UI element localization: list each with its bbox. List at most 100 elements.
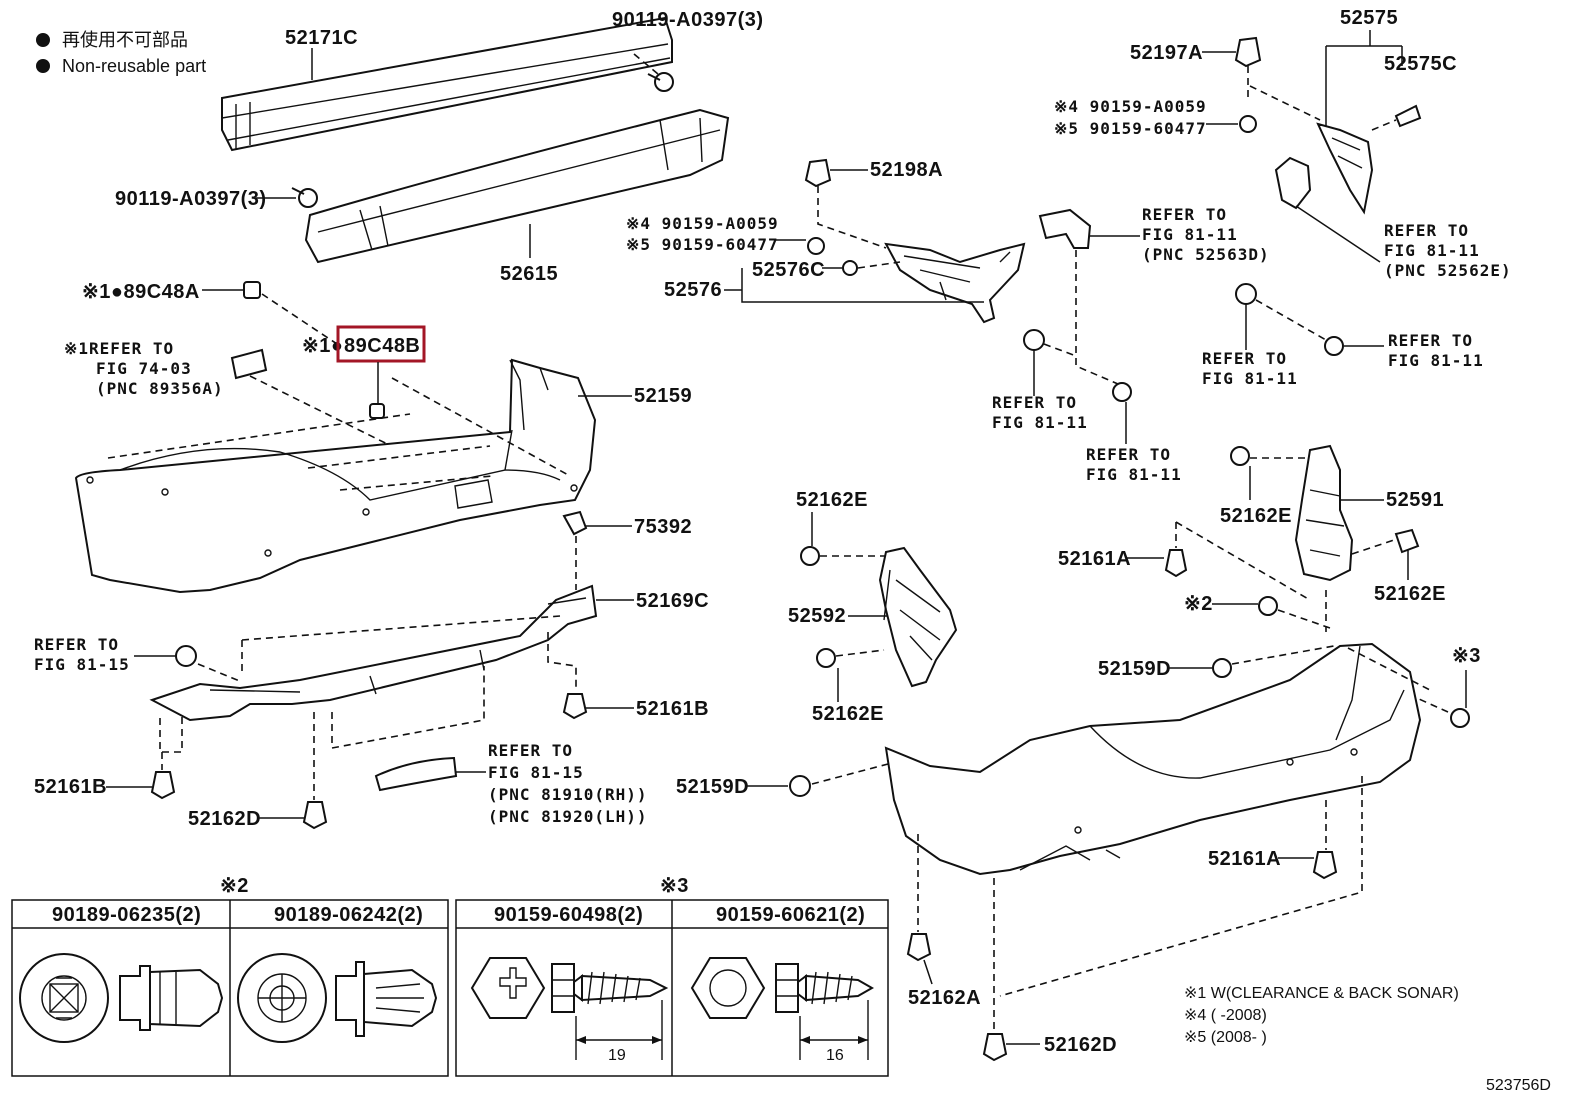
callout-52575: 52575: [1340, 7, 1398, 29]
callout-52161A-top: 52161A: [1058, 548, 1131, 570]
clip-52162E-mid-icon[interactable]: [800, 546, 820, 566]
clip-52162D-left-icon[interactable]: [302, 801, 328, 830]
screw-90159-60621-icon: [690, 957, 875, 1060]
lower-cover-52169C[interactable]: [149, 584, 598, 722]
bolt-a0059-top-icon[interactable]: [1239, 115, 1257, 133]
bracket-52575[interactable]: [1316, 122, 1374, 215]
bumper-absorber-52615[interactable]: [304, 108, 730, 264]
callout-52161B-left: 52161B: [34, 776, 107, 798]
ref-7403-line1: ※1REFER TO: [64, 339, 174, 358]
callout-52159D-right: 52159D: [1098, 658, 1171, 680]
bolt-8111d-icon[interactable]: [1324, 336, 1344, 356]
clip-52162E-r1-icon[interactable]: [1230, 446, 1250, 466]
note-1: ※1 W(CLEARANCE & BACK SONAR): [1184, 985, 1459, 1002]
footnotes: ※1 W(CLEARANCE & BACK SONAR) ※4 ( -2008)…: [1184, 985, 1459, 1046]
bolt-90119-left-icon[interactable]: [291, 187, 318, 208]
ref-8111c-line2: FIG 81-11: [1202, 369, 1298, 388]
grommet-52159D-left-icon[interactable]: [789, 775, 811, 797]
bracket-52562E-icon[interactable]: [1274, 156, 1312, 210]
table-col2-part: 90189-06242(2): [274, 904, 423, 926]
ref-8115a-line1: REFER TO: [34, 635, 119, 654]
rear-bumper-cover-right-view[interactable]: [884, 642, 1422, 876]
ref-52562-line1: REFER TO: [1384, 221, 1469, 240]
retainer-75392-icon[interactable]: [562, 510, 588, 536]
screw-52576C-icon[interactable]: [842, 260, 858, 276]
ref-7403-line3: (PNC 89356A): [96, 379, 224, 398]
ref-8115b-line1: REFER TO: [488, 741, 573, 760]
ref-8111d-line2: FIG 81-11: [1388, 351, 1484, 370]
screw-mark3-icon[interactable]: [1450, 708, 1470, 728]
grommet-8115-icon[interactable]: [175, 645, 197, 667]
table-col4-part: 90159-60621(2): [716, 904, 865, 926]
callout-52162E-r2: 52162E: [1374, 583, 1446, 605]
side-retainer-52576[interactable]: [884, 242, 1026, 324]
non-reusable-bullet-icon: [36, 33, 50, 47]
legend-jp: 再使用不可部品: [62, 30, 188, 50]
ref-8111a-line1: REFER TO: [992, 393, 1077, 412]
callout-52161B-right: 52161B: [636, 698, 709, 720]
callout-52159: 52159: [634, 385, 692, 407]
hole-plug-89C48A-icon[interactable]: [243, 281, 261, 299]
retainer-52198A-icon[interactable]: [804, 158, 832, 188]
screw-90159-60498-icon: [470, 957, 669, 1060]
bolt-a0059-mid-icon[interactable]: [807, 237, 825, 255]
ref-52563-line2: FIG 81-11: [1142, 225, 1238, 244]
callout-52162D-low: 52162D: [1044, 1034, 1117, 1056]
ref-52563-line1: REFER TO: [1142, 205, 1227, 224]
dim-60498-length: 19: [608, 1047, 626, 1064]
callout-52576C: 52576C: [752, 259, 825, 281]
dim-60621-length: 16: [826, 1047, 844, 1064]
table-group-mark3: ※3: [660, 875, 689, 897]
screw-52575C-icon[interactable]: [1394, 104, 1422, 128]
ref-8115b-line2: FIG 81-15: [488, 763, 584, 782]
ref-52563-line3: (PNC 52563D): [1142, 245, 1270, 264]
clip-52161B-right-icon[interactable]: [562, 693, 588, 720]
bolt-90119-top-icon[interactable]: [647, 72, 674, 92]
callout-75392: 75392: [634, 516, 692, 538]
clip-52162A-icon[interactable]: [906, 933, 932, 962]
side-bracket-52592[interactable]: [878, 546, 958, 688]
callout-52162D-left: 52162D: [188, 808, 261, 830]
clip-mark2-icon[interactable]: [1258, 596, 1278, 616]
clip-52162E-r2-icon[interactable]: [1394, 528, 1420, 554]
callout-52615: 52615: [500, 263, 558, 285]
fastener-table: ※2 ※3 90189-06235(2) 90189-06242(2) 9015…: [11, 875, 889, 1077]
ref-8115b-line3: (PNC 81910(RH)): [488, 785, 648, 804]
callout-90119-top: 90119-A0397(3): [612, 9, 764, 31]
ref-7403-line2: FIG 74-03: [96, 359, 192, 378]
ref-8111b-line1: REFER TO: [1086, 445, 1171, 464]
hole-plug-89C48B-icon[interactable]: [369, 403, 385, 419]
ref-8111a-line2: FIG 81-11: [992, 413, 1088, 432]
callout-52197A: 52197A: [1130, 42, 1203, 64]
nut-8111a-icon[interactable]: [1023, 329, 1045, 351]
clip-90189-06242-icon: [237, 953, 438, 1043]
callout-52591: 52591: [1386, 489, 1444, 511]
bracket-52563D-icon[interactable]: [1038, 208, 1092, 249]
sonar-plate-icon[interactable]: [230, 348, 268, 380]
reflector-icon[interactable]: [374, 756, 458, 792]
side-bracket-52591[interactable]: [1294, 444, 1354, 582]
grommet-52159D-right-icon[interactable]: [1212, 658, 1232, 678]
bolt-60477-mid: ※5 90159-60477: [626, 235, 779, 254]
table-col3-part: 90159-60498(2): [494, 904, 643, 926]
clip-52162E-low-icon[interactable]: [816, 648, 836, 668]
clip-52161B-left-icon[interactable]: [150, 771, 176, 800]
bolt-a0059-top: ※4 90159-A0059: [1054, 97, 1207, 116]
callout-89C48B[interactable]: 89C48B: [344, 335, 420, 357]
clip-52161A-low-icon[interactable]: [1312, 851, 1338, 880]
bolt-8111b-icon[interactable]: [1112, 382, 1132, 402]
retainer-52197A-icon[interactable]: [1234, 36, 1262, 68]
non-reusable-bullet-icon: [36, 59, 50, 73]
clip-52162D-low-icon[interactable]: [982, 1033, 1008, 1062]
callout-52162E-mid: 52162E: [796, 489, 868, 511]
callout-89C48A: ※1●89C48A: [82, 281, 200, 303]
bumper-reinforcement-52171C[interactable]: [221, 16, 673, 152]
rear-bumper-cover-52159[interactable]: [74, 358, 597, 594]
ref-8111c-line1: REFER TO: [1202, 349, 1287, 368]
clip-52161A-top-icon[interactable]: [1164, 549, 1188, 578]
ref-8115a-line2: FIG 81-15: [34, 655, 130, 674]
nut-8111c-icon[interactable]: [1235, 283, 1257, 305]
callout-52162A: 52162A: [908, 987, 981, 1009]
mark-2-label: ※2: [1184, 593, 1213, 615]
